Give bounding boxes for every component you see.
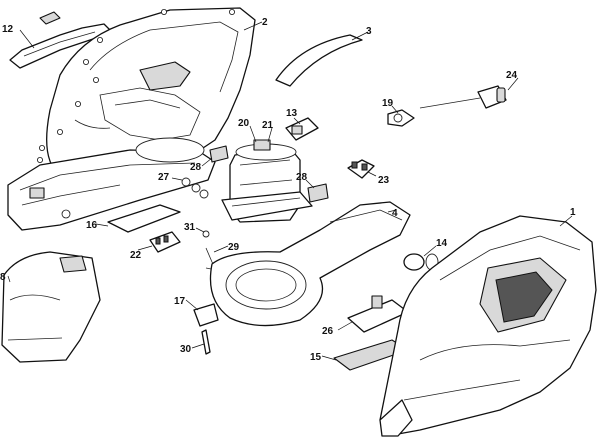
- part-16-plate: [95, 204, 181, 233]
- callout-13: 13: [286, 108, 298, 119]
- part-19-cord-grommet: [387, 105, 415, 127]
- callout-15: 15: [310, 352, 322, 363]
- callout-21: 21: [262, 120, 274, 131]
- part-1-blower-body: [379, 215, 597, 437]
- callout-27: 27: [158, 172, 170, 183]
- part-22-connector: [137, 231, 181, 253]
- lower-intake-housing: [7, 137, 216, 231]
- part-2-upper-housing: [46, 7, 263, 176]
- callout-14: 14: [436, 238, 448, 249]
- part-13-switch: [285, 117, 319, 141]
- callout-30: 30: [180, 344, 192, 355]
- part-27-bushings: [171, 177, 209, 199]
- callout-23: 23: [378, 175, 390, 186]
- callout-24: 24: [506, 70, 518, 81]
- callout-2: 2: [262, 17, 268, 28]
- callout-4: 4: [392, 208, 398, 219]
- part-24-power-cord: [419, 77, 519, 109]
- part-31-clip: [195, 227, 210, 238]
- callout-28b: 28: [296, 172, 308, 183]
- callout-29: 29: [228, 242, 240, 253]
- part-8-intake-elbow: [1, 251, 101, 363]
- housing-screws: [37, 8, 235, 163]
- callout-31: 31: [184, 222, 196, 233]
- callout-17: 17: [174, 296, 186, 307]
- part-28-foam-pads: [201, 145, 329, 203]
- callout-12: 12: [2, 24, 14, 35]
- part-17-trigger: [185, 299, 219, 327]
- callout-22: 22: [130, 250, 142, 261]
- callout-16: 16: [86, 220, 98, 231]
- part-30-pin: [191, 329, 211, 355]
- callout-8: 8: [0, 272, 6, 283]
- callout-26: 26: [322, 326, 334, 337]
- callout-20: 20: [238, 118, 250, 129]
- part-23-terminal-block: [347, 159, 377, 179]
- callout-28a: 28: [190, 162, 202, 173]
- part-4-lower-frame: [209, 201, 411, 327]
- callout-19: 19: [382, 98, 394, 109]
- part-3-handle-grip: [275, 31, 369, 87]
- part-20-motor-assembly: [221, 125, 313, 223]
- part-14-bearing: [403, 245, 439, 271]
- part-26-circuit-board: [337, 295, 409, 333]
- part-12-cover-strip: [9, 11, 111, 69]
- callout-1: 1: [570, 207, 576, 218]
- callout-3: 3: [366, 26, 372, 37]
